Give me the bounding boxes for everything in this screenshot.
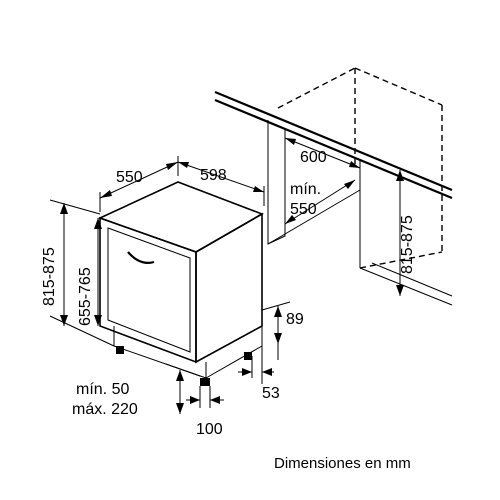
label-depth: 550 bbox=[116, 169, 143, 186]
niche-outline bbox=[214, 67, 453, 306]
dimension-body-height bbox=[94, 218, 102, 326]
label-foot-setback: 53 bbox=[262, 385, 280, 402]
label-total-height: 815-875 bbox=[41, 247, 58, 306]
label-plinth-height: 89 bbox=[286, 311, 304, 328]
label-plinth-max: máx. 220 bbox=[72, 401, 138, 418]
label-body-height: 655-765 bbox=[77, 267, 94, 326]
dimension-foot-100 bbox=[186, 386, 224, 408]
label-niche-depth-min-value: 550 bbox=[290, 201, 317, 218]
label-foot-depth: 100 bbox=[196, 421, 223, 438]
label-width: 598 bbox=[200, 167, 227, 184]
dimension-niche-height bbox=[396, 170, 404, 296]
dimension-plinth-89 bbox=[261, 301, 291, 360]
label-niche-height: 815-875 bbox=[399, 215, 416, 274]
label-plinth-min: mín. 50 bbox=[76, 381, 129, 398]
dimension-niche-width-600 bbox=[284, 137, 361, 169]
dimension-width-598 bbox=[177, 161, 265, 206]
dimension-plinth-min-max bbox=[165, 363, 201, 414]
dishwasher-feet bbox=[116, 346, 252, 386]
label-niche-depth-min-prefix: mín. bbox=[290, 181, 321, 198]
dishwasher-body bbox=[97, 181, 264, 379]
dimension-depth-550 bbox=[99, 156, 179, 212]
dimension-setback-53 bbox=[238, 346, 274, 384]
label-niche-width: 600 bbox=[300, 149, 327, 166]
dimension-total-height bbox=[49, 199, 115, 347]
caption: Dimensiones en mm bbox=[274, 455, 411, 472]
dimension-niche-depth-550 bbox=[284, 179, 356, 225]
